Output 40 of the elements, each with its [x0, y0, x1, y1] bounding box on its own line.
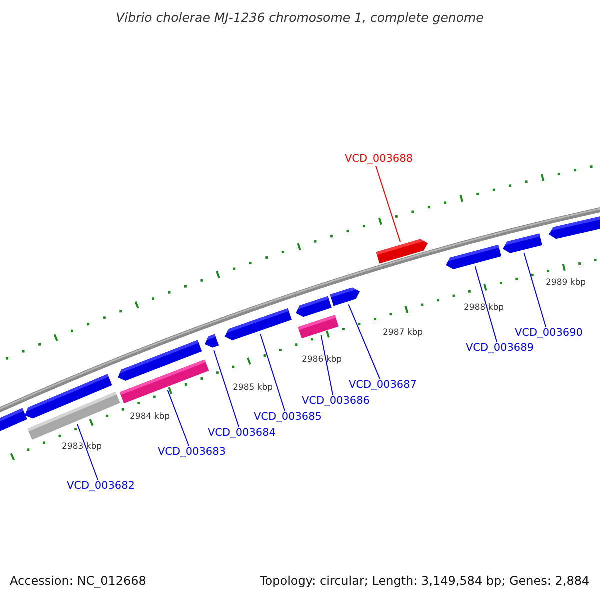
leader-line [320, 334, 334, 396]
genome-stats-text: Topology: circular; Length: 3,149,584 bp; Genes: 2,884 [260, 574, 590, 589]
leader-line [167, 390, 190, 446]
gene-label: VCD_003688 [345, 152, 413, 166]
gene-bar [330, 288, 360, 306]
gene-label: VCD_003689 [466, 341, 534, 355]
gene-bar [549, 214, 600, 240]
leader-line [376, 166, 401, 243]
leader-line [260, 334, 286, 412]
chart-title: Vibrio cholerae MJ-1236 chromosome 1, complete genome [116, 9, 484, 27]
gene-label: VCD_003690 [515, 326, 583, 340]
scale-label: 2988 kbp [464, 303, 504, 314]
gene-bar [225, 308, 292, 341]
leader-line [214, 350, 240, 428]
gene-label: VCD_003683 [158, 445, 226, 459]
gene-label: VCD_003685 [254, 410, 322, 424]
gene-label: VCD_003682 [67, 479, 135, 493]
leader-line [348, 304, 380, 380]
gene-bar [446, 244, 502, 270]
gene-bar [296, 296, 332, 318]
gene-bar [118, 340, 202, 382]
accession-text: Accession: NC_012668 [10, 574, 146, 589]
scale-label: 2986 kbp [302, 355, 342, 366]
scale-label: 2984 kbp [130, 412, 170, 423]
leader-line [474, 266, 498, 342]
gene-bar [205, 334, 220, 348]
gene-bar [503, 234, 542, 254]
leader-line [524, 252, 546, 328]
gene-bar [25, 374, 112, 419]
gene-bar [298, 315, 339, 339]
scale-label: 2985 kbp [233, 383, 274, 394]
leader-line [76, 424, 98, 480]
gene-label: VCD_003687 [349, 378, 417, 392]
gene-label: VCD_003684 [208, 426, 276, 440]
scale-label: 2989 kbp [546, 278, 586, 289]
scale-label: 2983 kbp [62, 442, 102, 453]
gene-bar [0, 408, 28, 433]
scale-label: 2987 kbp [383, 328, 424, 339]
gene-label: VCD_003686 [302, 394, 370, 408]
gene-bar [376, 239, 428, 264]
